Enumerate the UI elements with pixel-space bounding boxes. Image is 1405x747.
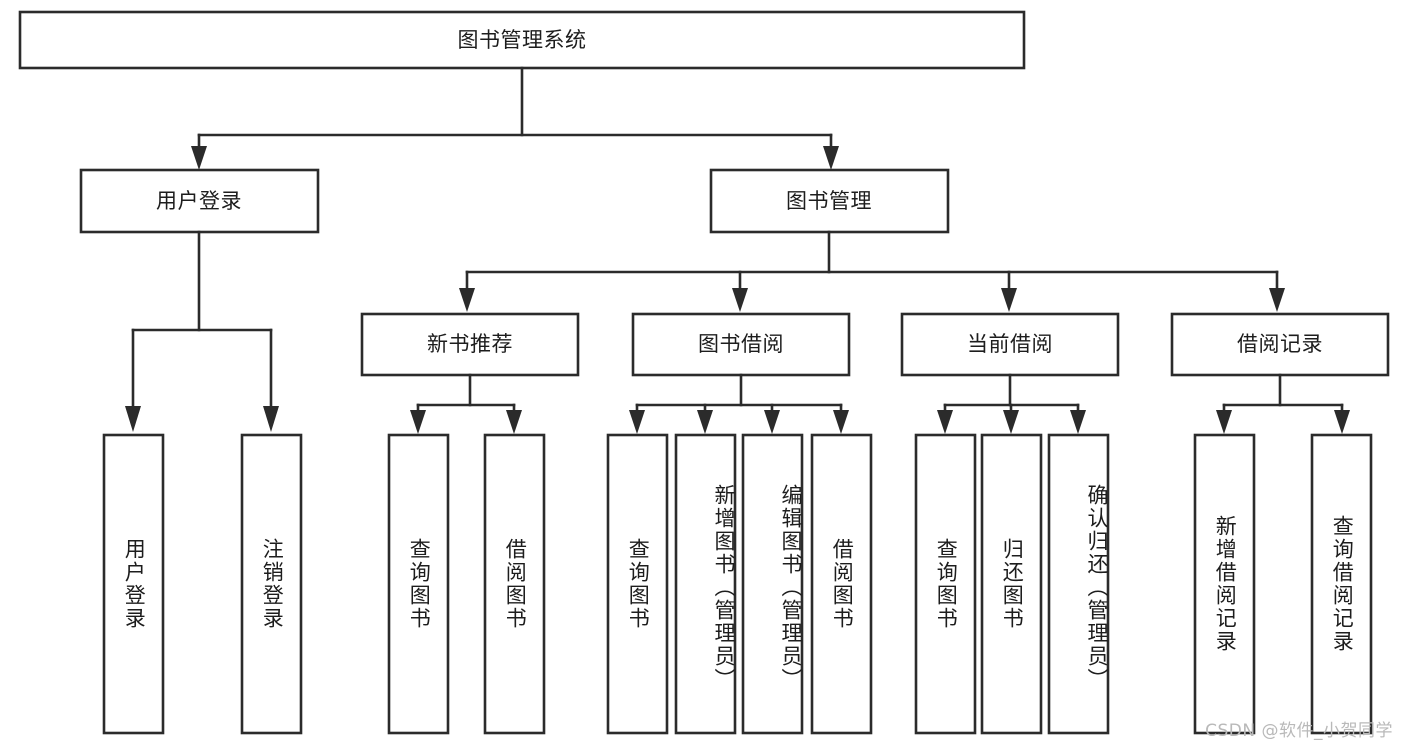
node-box-leaf-query-book-2[interactable] [606,433,669,735]
node-box-leaf-confirm-return[interactable] [1047,433,1110,735]
arrowhead-leaf-edit-book [764,410,780,434]
arrowhead-current-borrow [1001,288,1017,312]
arrowhead-leaf-query-book-2 [629,410,645,434]
arrowhead-leaf-borrow-book-1 [506,410,522,434]
node-label-current-borrow: 当前借阅 [967,332,1053,356]
node-label-new-book-recommend: 新书推荐 [427,332,513,356]
node-box-leaf-edit-book[interactable] [741,433,804,735]
node-box-new-book-recommend[interactable] [360,312,580,377]
node-box-leaf-logout[interactable] [240,433,303,735]
node-label-book-management: 图书管理 [786,189,872,213]
arrowhead-leaf-return-book [1003,410,1019,434]
arrowhead-book-management [823,146,839,170]
arrowhead-leaf-add-record [1216,410,1232,434]
node-box-current-borrow[interactable] [900,312,1120,377]
node-label-root: 图书管理系统 [458,28,587,52]
arrowhead-leaf-logout [263,406,279,432]
node-box-root[interactable] [18,10,1026,70]
node-box-borrow-record[interactable] [1170,312,1390,377]
node-label-book-borrow: 图书借阅 [698,332,784,356]
node-label-borrow-record: 借阅记录 [1237,332,1323,356]
node-box-leaf-add-record[interactable] [1193,433,1256,735]
node-box-book-borrow[interactable] [631,312,851,377]
arrowhead-leaf-query-record [1334,410,1350,434]
node-box-leaf-query-book-1[interactable] [387,433,450,735]
node-box-leaf-add-book[interactable] [674,433,737,735]
arrowhead-book-borrow [732,288,748,312]
node-box-leaf-query-record[interactable] [1310,433,1373,735]
arrowhead-leaf-add-book [697,410,713,434]
node-label-user-login: 用户登录 [156,189,242,213]
arrowhead-leaf-user-login [125,406,141,432]
arrowhead-leaf-borrow-book-2 [833,410,849,434]
node-box-leaf-return-book[interactable] [980,433,1043,735]
node-box-book-management[interactable] [709,168,950,234]
node-box-leaf-query-book-3[interactable] [914,433,977,735]
arrowhead-user-login [191,146,207,170]
arrowhead-leaf-confirm-return [1070,410,1086,434]
arrowhead-leaf-query-book-1 [410,410,426,434]
arrowhead-borrow-record [1269,288,1285,312]
arrowhead-leaf-query-book-3 [937,410,953,434]
watermark-text: CSDN @软件_小贺同学 [1205,721,1393,741]
node-box-leaf-user-login[interactable] [102,433,165,735]
node-box-leaf-borrow-book-2[interactable] [810,433,873,735]
node-box-leaf-borrow-book-1[interactable] [483,433,546,735]
arrowhead-new-book-recommend [459,288,475,312]
